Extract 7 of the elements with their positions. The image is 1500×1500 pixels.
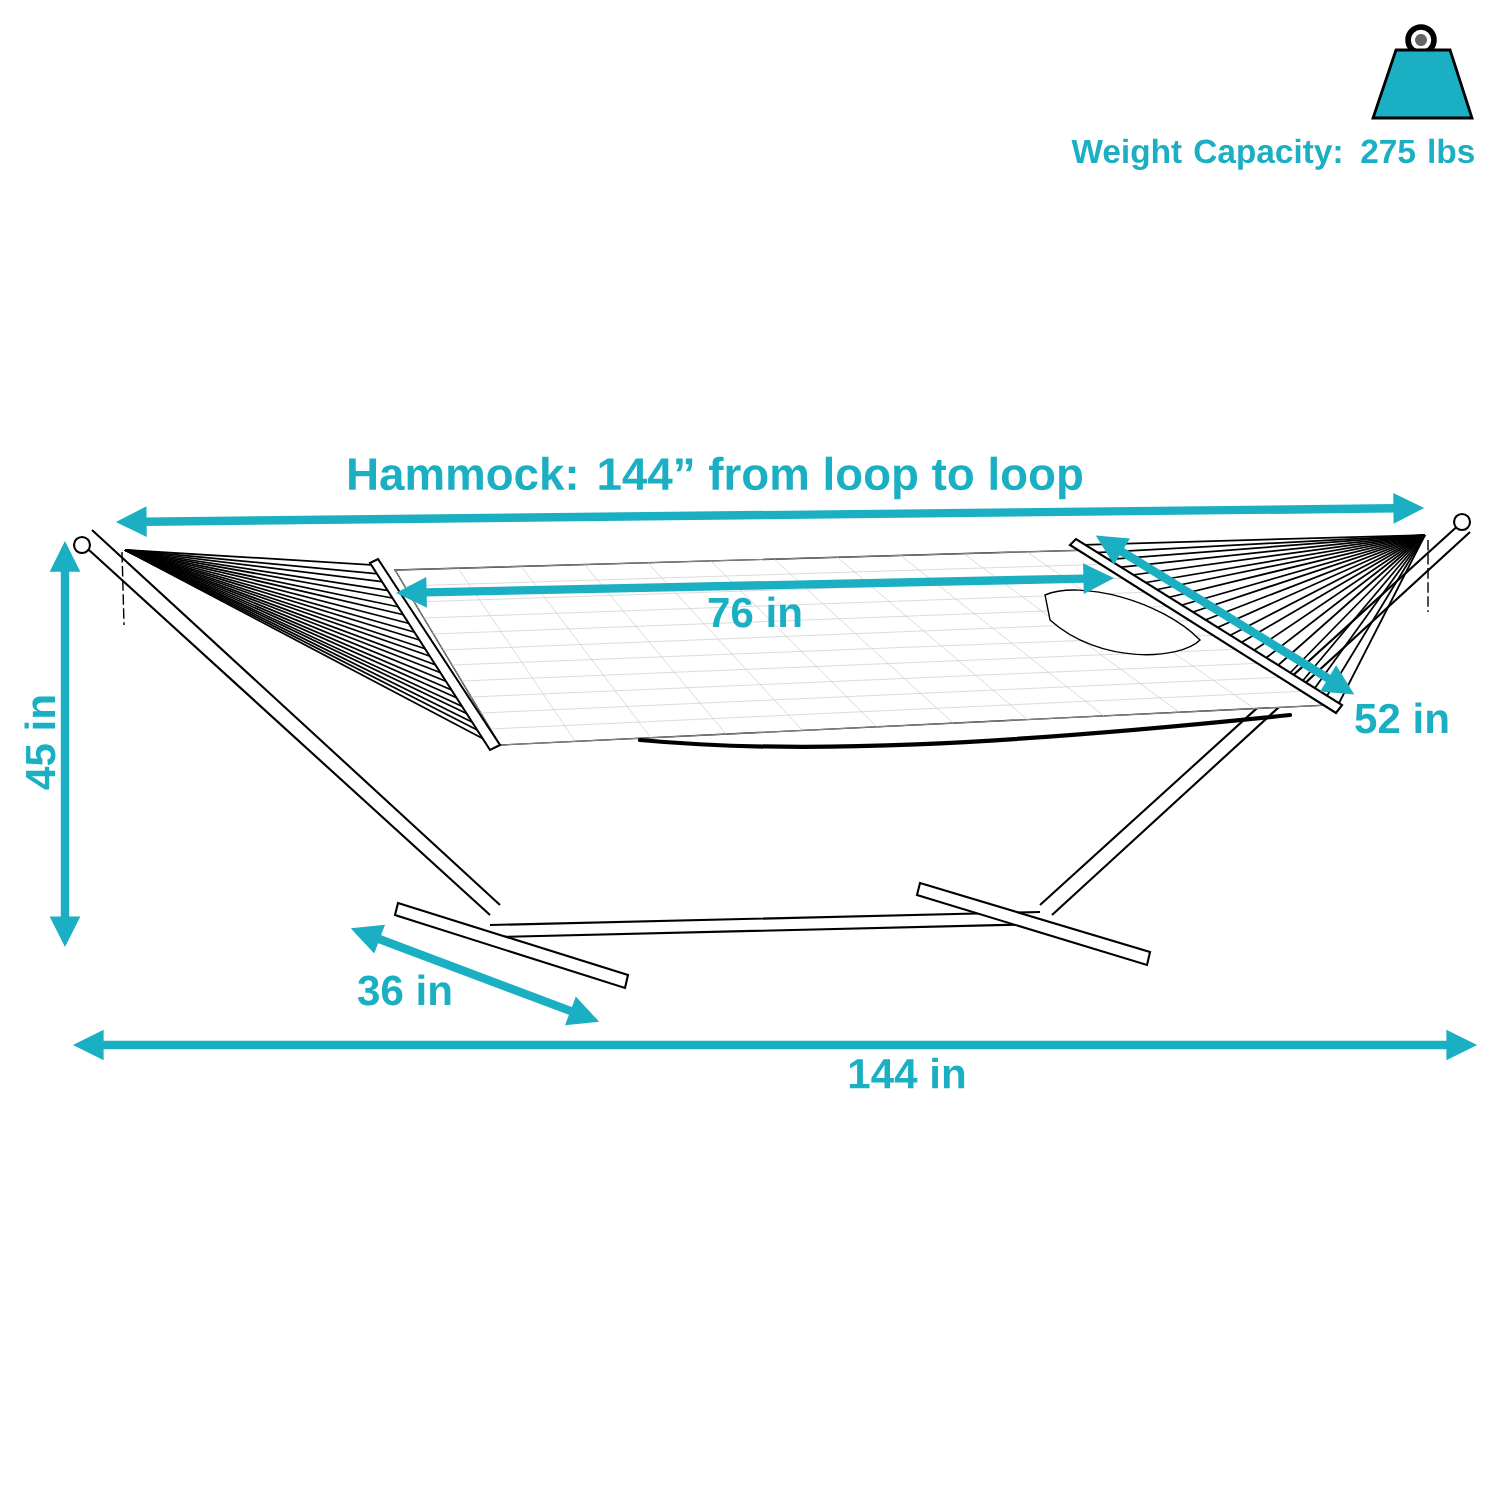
- dimension-label: 76 in: [708, 596, 801, 628]
- dimension-label: 52 in: [1355, 702, 1448, 734]
- dimension-label: 36 in: [357, 974, 451, 1006]
- dimension-label: 45 in: [24, 696, 56, 790]
- capacity-text: Weight Capacity: 275 lbs: [1071, 138, 1474, 170]
- dimension-label: Hammock: 144” from loop to loop: [349, 456, 1082, 500]
- dimension-label: 144 in: [849, 1057, 965, 1089]
